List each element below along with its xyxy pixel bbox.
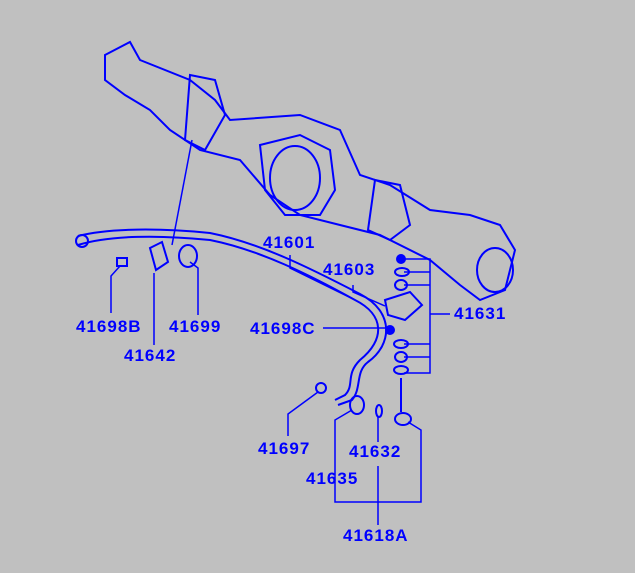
label-41642: 41642 [124,346,177,365]
leader-lines [110,255,450,525]
label-41603: 41603 [323,260,376,279]
label-41631: 41631 [454,304,507,323]
label-41601: 41601 [263,233,316,252]
label-41698B: 41698B [76,317,142,336]
label-41699: 41699 [169,317,222,336]
label-41697: 41697 [258,439,311,458]
label-41698C: 41698C [250,319,316,338]
stabilizer-bar [75,228,388,406]
label-41635: 41635 [306,469,359,488]
label-41618A: 41618A [343,526,409,545]
bushing-and-bracket [116,240,198,272]
label-41632: 41632 [349,442,402,461]
rear-axle-housing [104,40,517,302]
leader-line [171,139,193,246]
